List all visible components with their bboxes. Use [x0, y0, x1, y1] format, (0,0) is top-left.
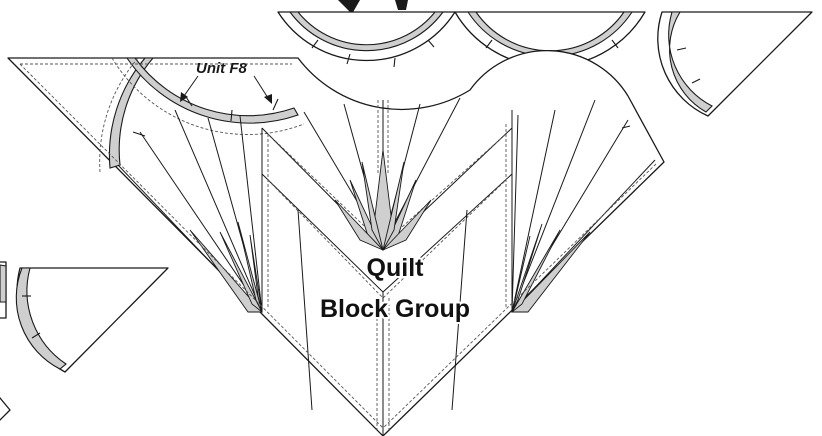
quilt-label: Quilt: [367, 254, 425, 282]
unit-f8-label: Unit F8: [196, 60, 247, 77]
block-group-label: Block Group: [320, 295, 470, 323]
center-fan-spikes: [334, 149, 432, 251]
top-right-wedge-piece: [657, 11, 813, 117]
bottom-left-wedge-piece: [15, 267, 169, 373]
cropped-title-fragment: [338, 0, 408, 14]
right-fan-spikes: [510, 223, 591, 313]
main-triangle-block: [7, 49, 665, 436]
top-arc-piece-1: [277, 11, 456, 68]
left-corner-fragment: [0, 396, 11, 421]
left-edge-fragment: [0, 261, 7, 319]
